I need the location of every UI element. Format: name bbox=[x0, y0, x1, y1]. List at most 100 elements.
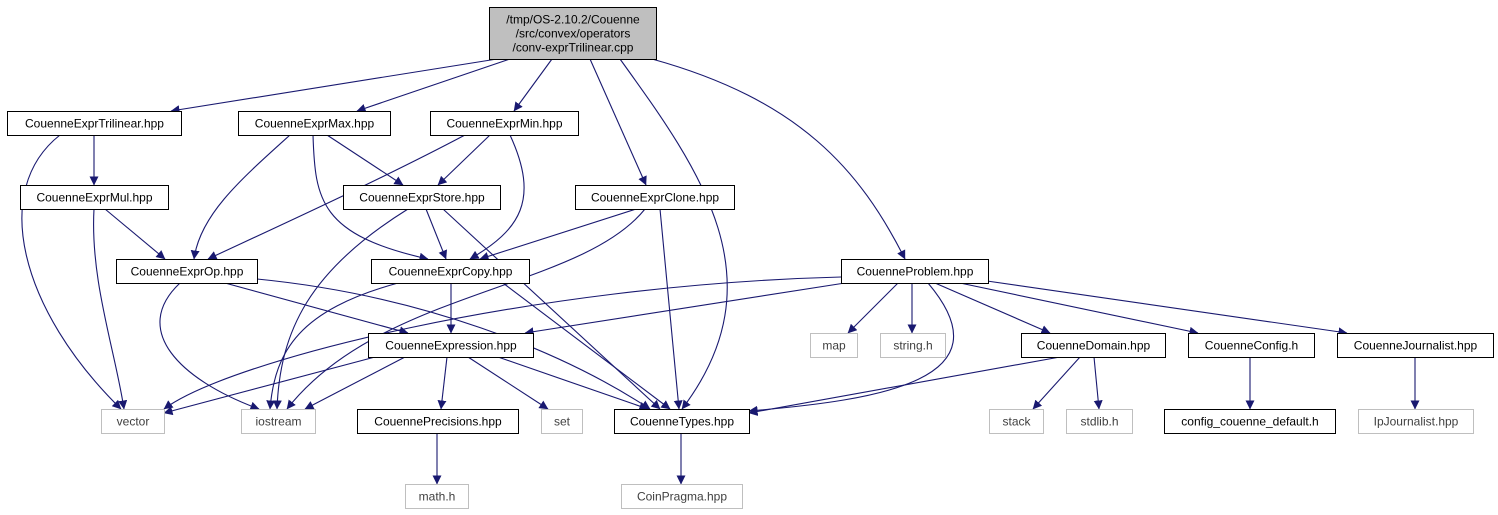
node-label-math: math.h bbox=[419, 490, 456, 504]
edge-domain-to-types bbox=[748, 356, 1061, 416]
node-label-expression: CouenneExpression.hpp bbox=[385, 339, 517, 353]
edge-max-to-store bbox=[326, 134, 404, 186]
node-box-trilinear bbox=[7, 111, 182, 136]
node-types[interactable]: CouenneTypes.hpp bbox=[614, 409, 750, 434]
node-box-journalist bbox=[1337, 333, 1494, 358]
node-expression[interactable]: CouenneExpression.hpp bbox=[368, 333, 534, 358]
node-box-config bbox=[1188, 333, 1315, 358]
edge-mul-to-op bbox=[104, 208, 166, 260]
node-box-root bbox=[489, 7, 657, 60]
node-label-stack: stack bbox=[1002, 415, 1031, 429]
node-vector: vector bbox=[101, 409, 165, 434]
node-label-domain: CouenneDomain.hpp bbox=[1037, 339, 1151, 353]
edge-domain-to-stack bbox=[1032, 356, 1081, 410]
node-label-op: CouenneExprOp.hpp bbox=[131, 265, 244, 279]
edge-problem-to-types bbox=[748, 282, 954, 415]
node-stdlib: stdlib.h bbox=[1066, 409, 1133, 434]
node-iostream: iostream bbox=[241, 409, 316, 434]
node-box-set bbox=[541, 409, 583, 434]
node-set: set bbox=[541, 409, 583, 434]
node-box-domain bbox=[1021, 333, 1166, 358]
node-ipjournalist: IpJournalist.hpp bbox=[1358, 409, 1474, 434]
node-box-types bbox=[614, 409, 750, 434]
edge-trilinear-to-vector bbox=[21, 134, 122, 410]
node-coinpragma: CoinPragma.hpp bbox=[621, 484, 743, 509]
node-box-problem bbox=[841, 259, 989, 284]
node-label-problem: CouenneProblem.hpp bbox=[857, 265, 974, 279]
edge-store-to-types bbox=[442, 208, 661, 410]
node-max[interactable]: CouenneExprMax.hpp bbox=[238, 111, 391, 136]
node-journalist[interactable]: CouenneJournalist.hpp bbox=[1337, 333, 1494, 358]
edge-problem-to-map bbox=[847, 282, 899, 334]
node-label-vector: vector bbox=[117, 415, 150, 429]
node-string: string.h bbox=[880, 333, 946, 358]
node-box-map bbox=[810, 333, 858, 358]
node-box-string bbox=[880, 333, 946, 358]
node-stack: stack bbox=[989, 409, 1044, 434]
node-box-stdlib bbox=[1066, 409, 1133, 434]
node-box-stack bbox=[989, 409, 1044, 434]
node-trilinear[interactable]: CouenneExprTrilinear.hpp bbox=[7, 111, 182, 136]
edge-expression-to-types bbox=[497, 356, 649, 411]
node-label-mul: CouenneExprMul.hpp bbox=[36, 191, 152, 205]
edge-clone-to-types bbox=[659, 208, 683, 410]
node-box-store bbox=[343, 185, 501, 210]
node-min[interactable]: CouenneExprMin.hpp bbox=[430, 111, 579, 136]
node-problem[interactable]: CouenneProblem.hpp bbox=[841, 259, 989, 284]
node-store[interactable]: CouenneExprStore.hpp bbox=[343, 185, 501, 210]
node-label-min: CouenneExprMin.hpp bbox=[446, 117, 562, 131]
node-config[interactable]: CouenneConfig.h bbox=[1188, 333, 1315, 358]
edge-problem-to-expression bbox=[524, 282, 846, 337]
node-map: map bbox=[810, 333, 858, 358]
edge-problem-to-vector bbox=[163, 276, 842, 410]
edge-store-to-iostream bbox=[272, 208, 409, 410]
edge-root-to-max bbox=[356, 58, 511, 113]
node-label-string: string.h bbox=[893, 339, 932, 353]
node-op[interactable]: CouenneExprOp.hpp bbox=[116, 259, 258, 284]
node-label-set: set bbox=[554, 415, 571, 429]
edge-root-to-min bbox=[513, 58, 553, 112]
node-copy[interactable]: CouenneExprCopy.hpp bbox=[371, 259, 530, 284]
node-root[interactable]: /tmp/OS-2.10.2/Couenne/src/convex/operat… bbox=[489, 7, 657, 60]
edge-expression-to-iostream bbox=[304, 356, 406, 410]
edge-mul-to-vector bbox=[93, 208, 128, 410]
node-label-root-1: /tmp/OS-2.10.2/Couenne bbox=[506, 13, 640, 27]
node-clone[interactable]: CouenneExprClone.hpp bbox=[575, 185, 735, 210]
node-label-ipjournalist: IpJournalist.hpp bbox=[1374, 415, 1459, 429]
node-box-configdefault bbox=[1164, 409, 1336, 434]
node-label-journalist: CouenneJournalist.hpp bbox=[1354, 339, 1478, 353]
node-configdefault[interactable]: config_couenne_default.h bbox=[1164, 409, 1336, 434]
node-label-stdlib: stdlib.h bbox=[1080, 415, 1118, 429]
edge-min-to-store bbox=[437, 134, 491, 186]
node-label-iostream: iostream bbox=[255, 415, 301, 429]
node-label-configdefault: config_couenne_default.h bbox=[1181, 415, 1318, 429]
nodes: /tmp/OS-2.10.2/Couenne/src/convex/operat… bbox=[7, 7, 1494, 509]
edge-copy-to-iostream bbox=[266, 282, 399, 410]
node-label-map: map bbox=[822, 339, 846, 353]
edge-expression-to-precisions bbox=[437, 356, 448, 410]
node-box-math bbox=[405, 484, 469, 509]
edge-root-to-trilinear bbox=[170, 58, 498, 115]
node-label-copy: CouenneExprCopy.hpp bbox=[389, 265, 513, 279]
edge-min-to-op bbox=[207, 134, 466, 260]
node-label-types: CouenneTypes.hpp bbox=[630, 415, 734, 429]
node-box-max bbox=[238, 111, 391, 136]
node-domain[interactable]: CouenneDomain.hpp bbox=[1021, 333, 1166, 358]
edges bbox=[21, 58, 1420, 485]
edge-clone-to-iostream bbox=[286, 208, 646, 410]
node-label-clone: CouenneExprClone.hpp bbox=[591, 191, 719, 205]
edge-root-to-types bbox=[619, 58, 728, 410]
node-box-iostream bbox=[241, 409, 316, 434]
node-label-trilinear: CouenneExprTrilinear.hpp bbox=[25, 117, 164, 131]
node-label-precisions: CouennePrecisions.hpp bbox=[374, 415, 502, 429]
edge-domain-to-stdlib bbox=[1093, 356, 1103, 410]
node-box-op bbox=[116, 259, 258, 284]
node-mul[interactable]: CouenneExprMul.hpp bbox=[20, 185, 169, 210]
node-precisions[interactable]: CouennePrecisions.hpp bbox=[357, 409, 519, 434]
edge-max-to-op bbox=[190, 134, 291, 260]
node-box-ipjournalist bbox=[1358, 409, 1474, 434]
edge-expression-to-set bbox=[467, 356, 549, 410]
node-label-max: CouenneExprMax.hpp bbox=[255, 117, 375, 131]
